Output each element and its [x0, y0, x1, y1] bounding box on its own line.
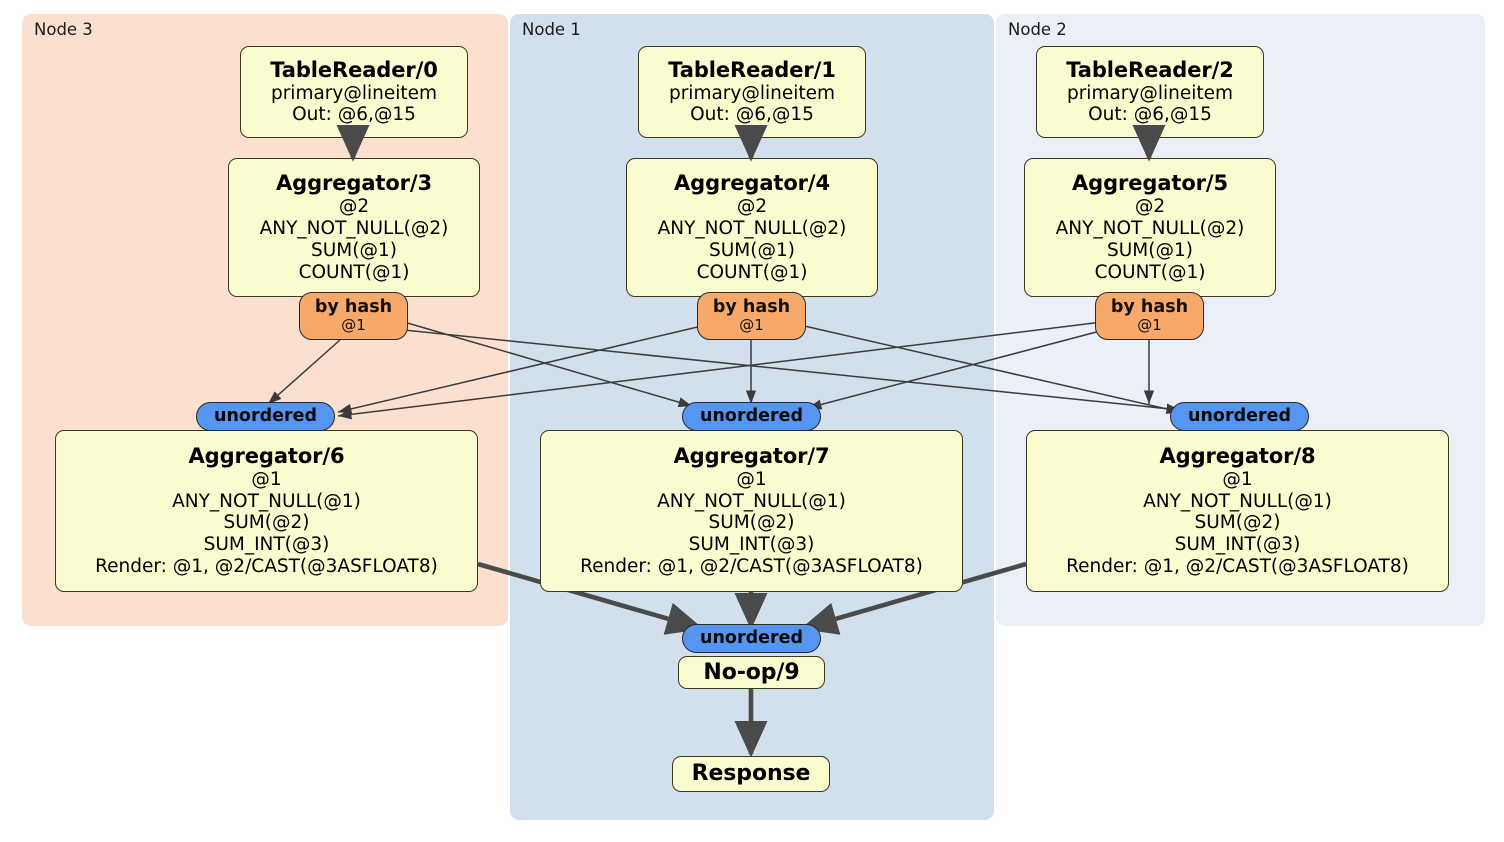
processor-aggregator-4[interactable]: Aggregator/4 @2 ANY_NOT_NULL(@2) SUM(@1)… [626, 158, 878, 297]
processor-detail: SUM(@1) [311, 239, 397, 261]
processor-detail: SUM(@2) [708, 512, 795, 534]
processor-detail: SUM(@1) [1107, 239, 1193, 261]
processor-aggregator-6[interactable]: Aggregator/6 @1 ANY_NOT_NULL(@1) SUM(@2)… [55, 430, 478, 592]
router-label: by hash [314, 296, 393, 317]
processor-aggregator-3[interactable]: Aggregator/3 @2 ANY_NOT_NULL(@2) SUM(@1)… [228, 158, 480, 297]
processor-detail: primary@lineitem [668, 82, 836, 104]
processor-detail: Out: @6,@15 [292, 104, 416, 126]
processor-title: No-op/9 [703, 659, 800, 685]
processor-detail: ANY_NOT_NULL(@1) [172, 490, 361, 512]
processor-detail: COUNT(@1) [298, 261, 410, 283]
processor-title: TableReader/0 [270, 57, 438, 82]
processor-tablereader-1[interactable]: TableReader/1 primary@lineitem Out: @6,@… [638, 46, 866, 138]
router-by-hash-left[interactable]: by hash @1 [299, 292, 408, 340]
processor-detail: ANY_NOT_NULL(@2) [259, 218, 449, 240]
router-label: by hash [712, 296, 791, 317]
processor-detail: COUNT(@1) [1094, 261, 1206, 283]
router-by-hash-middle[interactable]: by hash @1 [697, 292, 806, 340]
processor-detail: ANY_NOT_NULL(@1) [1143, 490, 1332, 512]
synchronizer-unordered-middle[interactable]: unordered [682, 402, 821, 431]
processor-title: Aggregator/6 [188, 444, 345, 469]
processor-detail: ANY_NOT_NULL(@1) [657, 490, 846, 512]
processor-detail: SUM_INT(@3) [1174, 534, 1301, 556]
processor-detail: @1 [251, 468, 282, 490]
processor-detail: @2 [338, 196, 370, 218]
router-sublabel: @1 [739, 316, 764, 335]
processor-detail: SUM_INT(@3) [203, 534, 330, 556]
processor-detail: @1 [736, 468, 767, 490]
processor-aggregator-7[interactable]: Aggregator/7 @1 ANY_NOT_NULL(@1) SUM(@2)… [540, 430, 963, 592]
cluster-label-node-2: Node 2 [1008, 20, 1067, 39]
processor-detail: Out: @6,@15 [1088, 104, 1212, 126]
processor-detail: SUM(@1) [709, 239, 795, 261]
processor-detail: SUM_INT(@3) [688, 534, 815, 556]
processor-tablereader-2[interactable]: TableReader/2 primary@lineitem Out: @6,@… [1036, 46, 1264, 138]
processor-title: Aggregator/7 [673, 444, 830, 469]
synchronizer-unordered-left[interactable]: unordered [196, 402, 335, 431]
cluster-label-node-3: Node 3 [34, 20, 93, 39]
processor-detail: COUNT(@1) [696, 261, 808, 283]
processor-detail: SUM(@2) [1194, 512, 1281, 534]
processor-title: Aggregator/5 [1071, 171, 1229, 196]
router-by-hash-right[interactable]: by hash @1 [1095, 292, 1204, 340]
processor-detail: Render: @1, @2/CAST(@3ASFLOAT8) [580, 556, 923, 578]
processor-detail: Render: @1, @2/CAST(@3ASFLOAT8) [95, 556, 438, 578]
processor-aggregator-8[interactable]: Aggregator/8 @1 ANY_NOT_NULL(@1) SUM(@2)… [1026, 430, 1449, 592]
processor-detail: @1 [1222, 468, 1253, 490]
processor-detail: @2 [1134, 196, 1166, 218]
synchronizer-unordered-final[interactable]: unordered [682, 624, 821, 653]
processor-aggregator-5[interactable]: Aggregator/5 @2 ANY_NOT_NULL(@2) SUM(@1)… [1024, 158, 1276, 297]
processor-detail: ANY_NOT_NULL(@2) [657, 218, 847, 240]
processor-response[interactable]: Response [672, 756, 830, 792]
processor-title: Response [691, 761, 811, 787]
router-sublabel: @1 [341, 316, 366, 335]
processor-detail: SUM(@2) [223, 512, 310, 534]
synchronizer-unordered-right[interactable]: unordered [1170, 402, 1309, 431]
processor-title: TableReader/1 [668, 57, 836, 82]
processor-detail: ANY_NOT_NULL(@2) [1055, 218, 1245, 240]
synchronizer-label: unordered [214, 405, 317, 426]
processor-noop-9[interactable]: No-op/9 [678, 656, 825, 689]
synchronizer-label: unordered [700, 627, 803, 648]
cluster-label-node-1: Node 1 [522, 20, 581, 39]
processor-detail: @2 [736, 196, 768, 218]
router-label: by hash [1110, 296, 1189, 317]
processor-detail: Out: @6,@15 [690, 104, 814, 126]
processor-detail: primary@lineitem [270, 82, 438, 104]
processor-detail: Render: @1, @2/CAST(@3ASFLOAT8) [1066, 556, 1409, 578]
router-sublabel: @1 [1137, 316, 1162, 335]
processor-title: Aggregator/3 [275, 171, 433, 196]
processor-title: TableReader/2 [1066, 57, 1234, 82]
processor-title: Aggregator/8 [1159, 444, 1316, 469]
synchronizer-label: unordered [700, 405, 803, 426]
processor-detail: primary@lineitem [1066, 82, 1234, 104]
synchronizer-label: unordered [1188, 405, 1291, 426]
processor-title: Aggregator/4 [673, 171, 831, 196]
processor-tablereader-0[interactable]: TableReader/0 primary@lineitem Out: @6,@… [240, 46, 468, 138]
